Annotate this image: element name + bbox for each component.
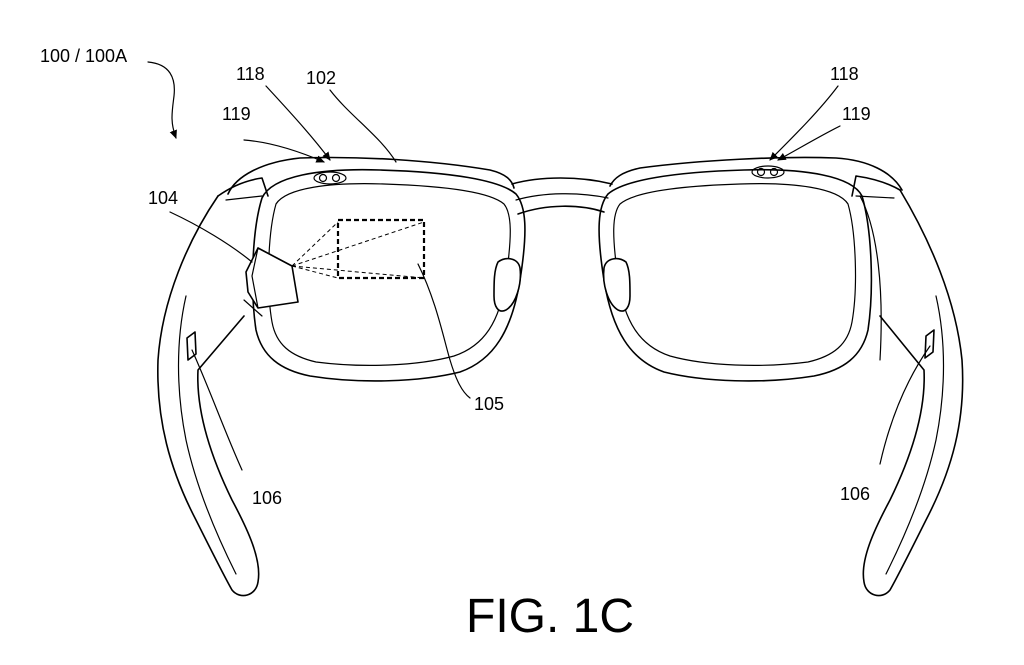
label-light-right: 119 <box>842 104 871 124</box>
label-camera-left: 118 <box>236 64 265 84</box>
label-device: 100 / 100A <box>40 46 127 66</box>
leader-lines <box>147 61 931 471</box>
front-frame <box>227 156 903 382</box>
label-display-region: 105 <box>474 394 504 414</box>
left-temple-arm <box>157 177 269 597</box>
label-sensor-right: 106 <box>840 484 870 504</box>
label-projector: 104 <box>148 188 178 208</box>
label-frame: 102 <box>306 68 336 88</box>
label-sensor-left: 106 <box>252 488 282 508</box>
label-camera-right: 118 <box>830 64 859 84</box>
projector-unit <box>243 247 299 317</box>
label-light-left: 119 <box>222 104 251 124</box>
figure-caption: FIG. 1C <box>466 590 634 643</box>
display-region <box>291 218 426 280</box>
